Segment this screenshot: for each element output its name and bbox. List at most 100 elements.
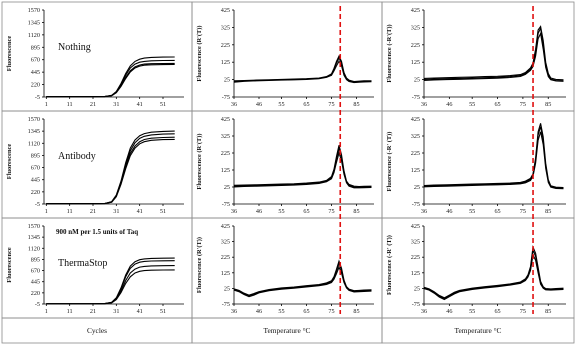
y-tick-label: 225: [221, 150, 230, 157]
x-tick-label: 85: [545, 101, 551, 108]
x-tick-label: 1: [45, 208, 48, 215]
x-tick-label: 11: [67, 308, 73, 315]
y-tick-label: -5: [35, 301, 40, 308]
series-line: [46, 130, 175, 205]
panel-label: Nothing: [58, 42, 91, 53]
panel-label: ThermaStop: [58, 258, 107, 269]
y-tick-label: 425: [221, 223, 230, 230]
series-line: [46, 56, 175, 98]
x-tick-label: 51: [160, 308, 166, 315]
x-tick-label: 46: [446, 308, 452, 315]
x-tick-label: 75: [328, 208, 334, 215]
x-tick-label: 55: [278, 308, 284, 315]
x-tick-label: 41: [137, 101, 143, 108]
y-tick-label: 125: [221, 270, 230, 277]
y-tick-label: 425: [221, 116, 230, 123]
series-line: [46, 59, 175, 98]
panel-note: 900 nM per 1.5 units of Taq: [56, 228, 138, 236]
y-tick-label: 895: [31, 152, 40, 159]
y-tick-label: 125: [411, 59, 420, 66]
y-tick-label: 25: [224, 184, 230, 191]
x-tick-label: 51: [160, 208, 166, 215]
y-tick-label: -75: [412, 301, 420, 308]
series-line: [423, 31, 564, 82]
y-tick-label: 445: [31, 177, 40, 184]
x-tick-label: 85: [353, 308, 359, 315]
y-tick-label: -5: [35, 201, 40, 208]
y-tick-label: 670: [31, 57, 40, 64]
y-tick-label: 445: [31, 69, 40, 76]
y-tick-label: 445: [31, 279, 40, 286]
series-line: [233, 146, 372, 188]
y-tick-label: 125: [221, 59, 230, 66]
y-tick-label: 1120: [28, 245, 40, 252]
series-line: [233, 151, 372, 189]
series-line: [46, 63, 175, 98]
x-tick-label: 21: [90, 208, 96, 215]
y-tick-label: 220: [31, 82, 40, 89]
y-tick-label: 1120: [28, 140, 40, 147]
series-line: [46, 138, 175, 205]
series-line: [233, 259, 372, 296]
y-tick-label: 225: [411, 254, 420, 261]
y-axis-label: Fluorescence (-R' (T)): [386, 132, 393, 192]
series-line: [233, 54, 372, 83]
panel-cell: [191, 1, 383, 112]
x-tick-label: 36: [421, 308, 427, 315]
x-tick-label: 21: [90, 308, 96, 315]
y-tick-label: 125: [411, 270, 420, 277]
panel-cell: [191, 217, 383, 319]
series-line: [233, 261, 372, 297]
series-line: [233, 145, 372, 188]
x-tick-label: 55: [469, 208, 475, 215]
x-tick-label: 85: [353, 208, 359, 215]
series-line: [423, 25, 564, 81]
x-tick-label: 11: [67, 208, 73, 215]
series-line: [46, 265, 175, 305]
x-tick-label: 55: [278, 208, 284, 215]
y-tick-label: 895: [31, 44, 40, 51]
y-tick-label: 425: [411, 116, 420, 123]
x-tick-label: 75: [328, 308, 334, 315]
x-axis-title: Cycles: [87, 326, 107, 335]
x-tick-label: 31: [113, 208, 119, 215]
y-tick-label: 1345: [28, 234, 40, 241]
series-line: [423, 123, 564, 189]
y-tick-label: 670: [31, 165, 40, 172]
y-tick-label: 25: [224, 285, 230, 292]
y-tick-label: 1570: [28, 7, 40, 14]
x-tick-label: 75: [520, 101, 526, 108]
y-axis-label: Fluorescence (R'(T)): [196, 133, 203, 189]
y-tick-label: 225: [411, 42, 420, 49]
y-tick-label: -75: [412, 201, 420, 208]
x-tick-label: 46: [446, 101, 452, 108]
y-tick-label: 220: [31, 290, 40, 297]
y-tick-label: 895: [31, 256, 40, 263]
y-tick-label: 25: [414, 285, 420, 292]
series-line: [423, 131, 564, 190]
panel-label: Antibody: [58, 151, 96, 162]
x-tick-label: 46: [256, 308, 262, 315]
series-line: [233, 60, 372, 84]
x-tick-label: 85: [353, 101, 359, 108]
x-tick-label: 75: [328, 101, 334, 108]
panel-cell: [191, 110, 383, 219]
y-tick-label: 325: [411, 133, 420, 140]
y-tick-label: 325: [221, 24, 230, 31]
x-tick-label: 65: [303, 101, 309, 108]
y-tick-label: -5: [35, 94, 40, 101]
y-tick-label: 1570: [28, 223, 40, 230]
x-tick-label: 31: [113, 308, 119, 315]
series-line: [46, 269, 175, 305]
axis-title-cell: [381, 317, 575, 344]
x-axis-title: Temperature °C: [455, 326, 502, 335]
y-axis-label: Fluorescence (-R'(T)): [386, 24, 393, 82]
series-line: [423, 244, 564, 299]
y-tick-label: 125: [221, 167, 230, 174]
y-tick-label: 225: [411, 150, 420, 157]
y-tick-label: 425: [411, 7, 420, 14]
